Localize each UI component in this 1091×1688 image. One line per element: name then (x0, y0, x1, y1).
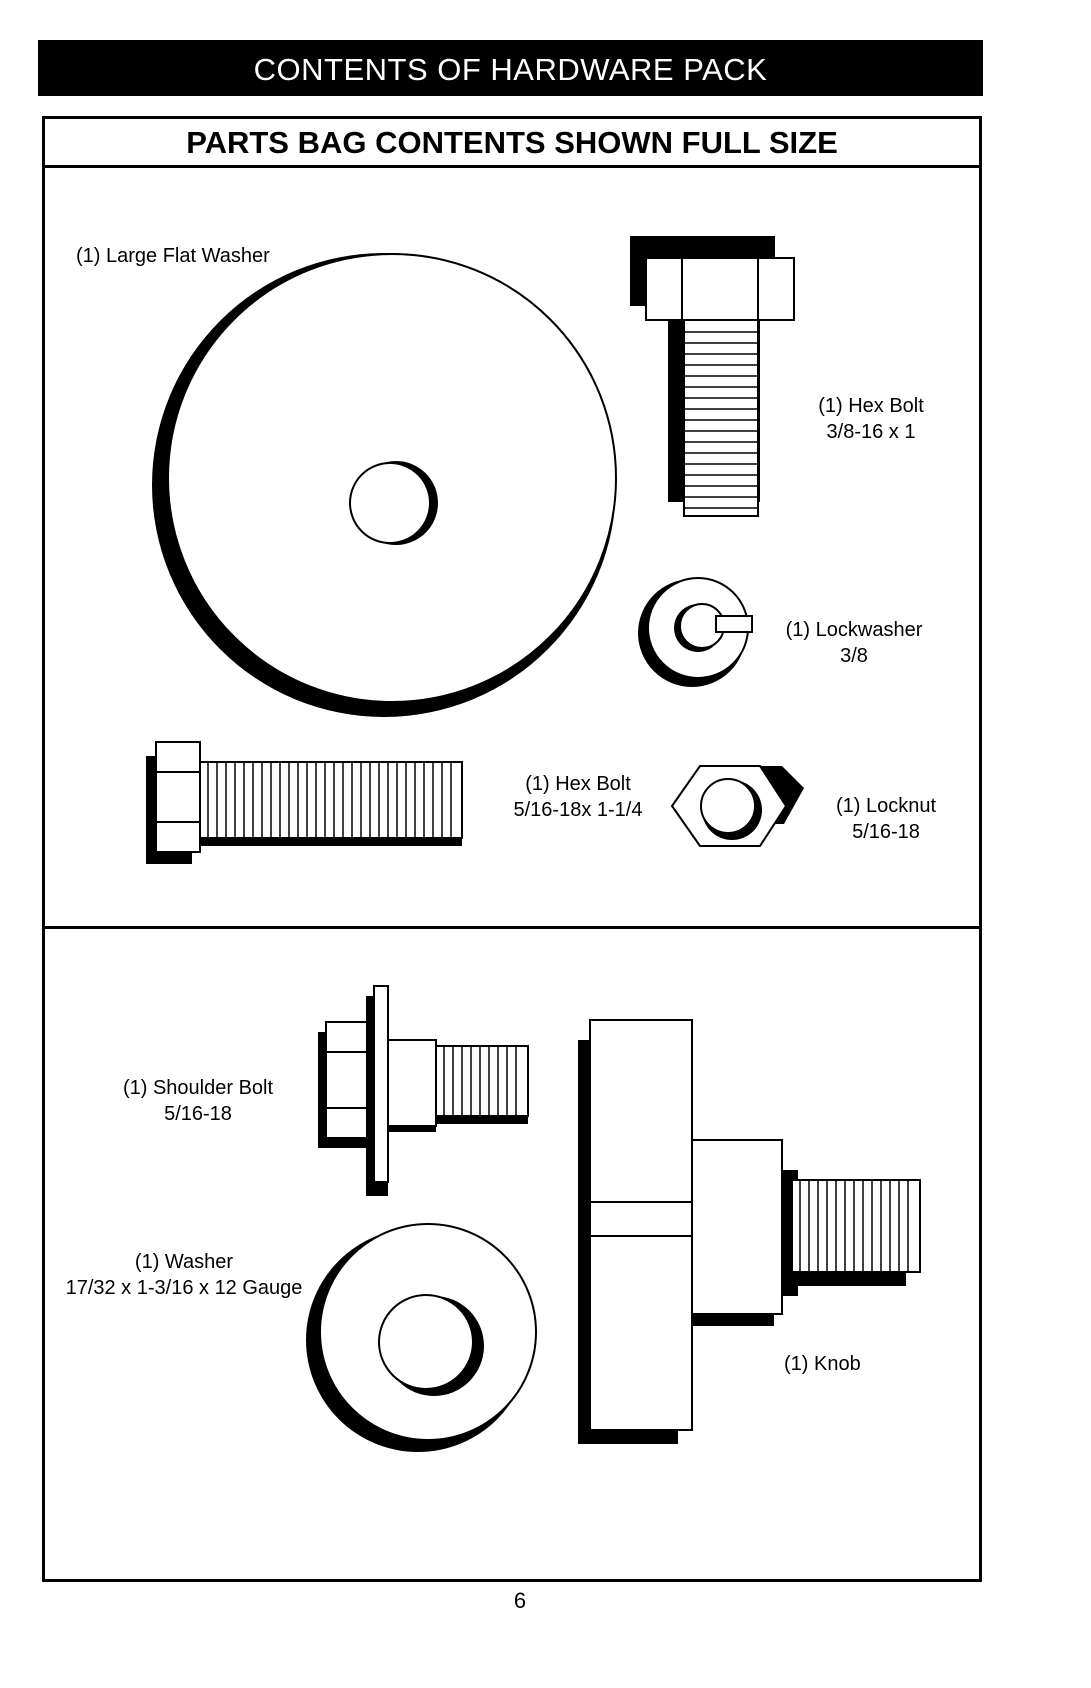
locknut-size: 5/16-18 (822, 820, 950, 845)
locknut-name: (1) Locknut (822, 794, 950, 819)
large-flat-washer-drawing (152, 253, 616, 717)
washer-drawing (306, 1224, 536, 1452)
washer-name: (1) Washer (54, 1250, 314, 1275)
lockwasher-size: 3/8 (774, 644, 934, 669)
hex-bolt-516-name: (1) Hex Bolt (500, 772, 656, 797)
knob-drawing (578, 1020, 920, 1444)
page-number: 6 (0, 1588, 1040, 1614)
shoulder-bolt-size: 5/16-18 (110, 1102, 286, 1127)
knob-label: (1) Knob (784, 1352, 861, 1377)
hex-bolt-516-drawing (146, 742, 462, 864)
hex-bolt-38-size: 3/8-16 x 1 (806, 420, 936, 445)
lockwasher-name: (1) Lockwasher (774, 618, 934, 643)
lockwasher-drawing (638, 578, 752, 687)
hex-bolt-516-size: 5/16-18x 1-1/4 (494, 798, 662, 823)
washer-size: 17/32 x 1-3/16 x 12 Gauge (54, 1276, 314, 1301)
large-flat-washer-label: (1) Large Flat Washer (76, 244, 270, 269)
shoulder-bolt-name: (1) Shoulder Bolt (110, 1076, 286, 1101)
hex-bolt-38-drawing (630, 236, 794, 516)
shoulder-bolt-drawing (318, 986, 528, 1196)
hex-bolt-38-name: (1) Hex Bolt (806, 394, 936, 419)
locknut-drawing (672, 766, 804, 846)
